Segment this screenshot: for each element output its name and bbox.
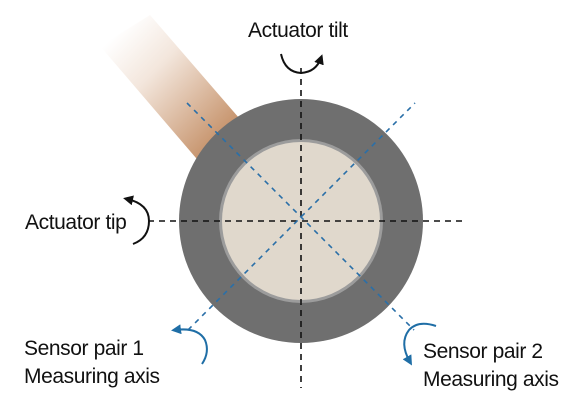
sensor-pair-1-label: Sensor pair 1 <box>24 337 144 360</box>
actuator-tip-arrow-icon <box>123 195 151 245</box>
actuator-tip-label: Actuator tip <box>25 211 126 234</box>
sensor-pair-1-sublabel: Measuring axis <box>24 365 160 388</box>
actuator-tilt-label: Actuator tilt <box>248 19 348 42</box>
sensor-pair-1-arrow-icon <box>171 324 208 365</box>
sensor-pair-2-label: Sensor pair 2 <box>423 340 543 363</box>
sensor-pair-2-sublabel: Measuring axis <box>423 368 559 391</box>
inner-disk <box>222 142 380 300</box>
actuator-tilt-arrow-icon <box>280 53 324 75</box>
sensor-pair-2-arrow-icon <box>402 322 437 366</box>
sensor-pair-2-axis <box>186 102 415 331</box>
actuator-arm <box>100 15 252 165</box>
